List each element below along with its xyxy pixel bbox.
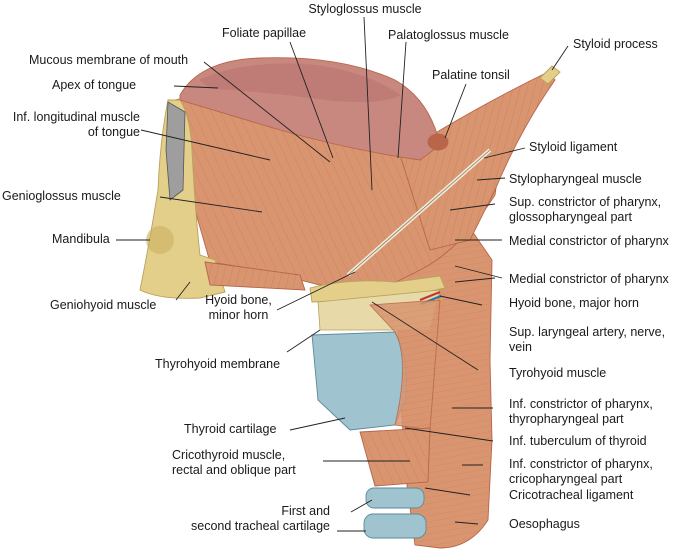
label-thyroid-cartilage: Thyroid cartilage	[184, 422, 277, 436]
label-styloglossus: Styloglossus muscle	[308, 2, 422, 16]
label-mucous-membrane: Mucous membrane of mouth	[29, 53, 189, 67]
label-apex-of-tongue: Apex of tongue	[52, 78, 137, 92]
label-genioglossus: Genioglossus muscle	[2, 189, 121, 203]
label-hyoid-major: Hyoid bone, major horn	[509, 296, 639, 310]
label-styloid-process: Styloid process	[573, 37, 658, 51]
thyroid-cartilage-shape	[311, 331, 407, 431]
label-palatoglossus: Palatoglossus muscle	[388, 28, 509, 42]
laryngeal-vessels	[419, 290, 441, 302]
tongue-top-sheen	[199, 63, 401, 103]
label-cricothyroid: Cricothyroid muscle, rectal and oblique …	[172, 448, 296, 477]
label-medial-constrictor-2: Medial constrictor of pharynx	[509, 272, 669, 286]
label-foliate-papillae: Foliate papillae	[222, 26, 307, 40]
tracheal-cartilage-1	[365, 487, 425, 509]
label-geniohyoid: Geniohyoid muscle	[50, 298, 157, 312]
label-tyrohyoid-muscle: Tyrohyoid muscle	[509, 366, 607, 380]
label-hyoid-minor: Hyoid bone, minor horn	[205, 293, 272, 322]
label-stylopharyngeal: Stylopharyngeal muscle	[509, 172, 642, 186]
label-palatine-tonsil: Palatine tonsil	[432, 68, 510, 82]
label-styloid-ligament: Styloid ligament	[529, 140, 618, 154]
leader-lines	[116, 16, 569, 532]
label-cricotracheal: Cricotracheal ligament	[509, 488, 634, 502]
label-inf-constrictor-thyro: Inf. constrictor of pharynx, thyropharyn…	[509, 397, 653, 426]
label-inf-longitudinal: Inf. longitudinal muscle of tongue	[12, 110, 140, 139]
label-sup-constrictor: Sup. constrictor of pharynx, glossophary…	[509, 195, 662, 224]
label-inf-tuberculum: Inf. tuberculum of thyroid	[509, 434, 647, 448]
styloid-process-shape	[539, 65, 561, 85]
palatine-tonsil-shape	[427, 133, 449, 151]
label-sup-laryngeal: Sup. laryngeal artery, nerve, vein	[509, 325, 666, 354]
label-mandibula: Mandibula	[52, 232, 110, 246]
label-medial-constrictor-1: Medial constrictor of pharynx	[509, 234, 669, 248]
label-oesophagus: Oesophagus	[509, 517, 580, 531]
tracheal-cartilage-2	[363, 513, 427, 539]
label-thyrohyoid-membrane: Thyrohyoid membrane	[155, 357, 281, 371]
label-tracheal-cartilage: First and second tracheal cartilage	[191, 504, 330, 533]
label-inf-constrictor-crico: Inf. constrictor of pharynx, cricopharyn…	[509, 457, 653, 486]
